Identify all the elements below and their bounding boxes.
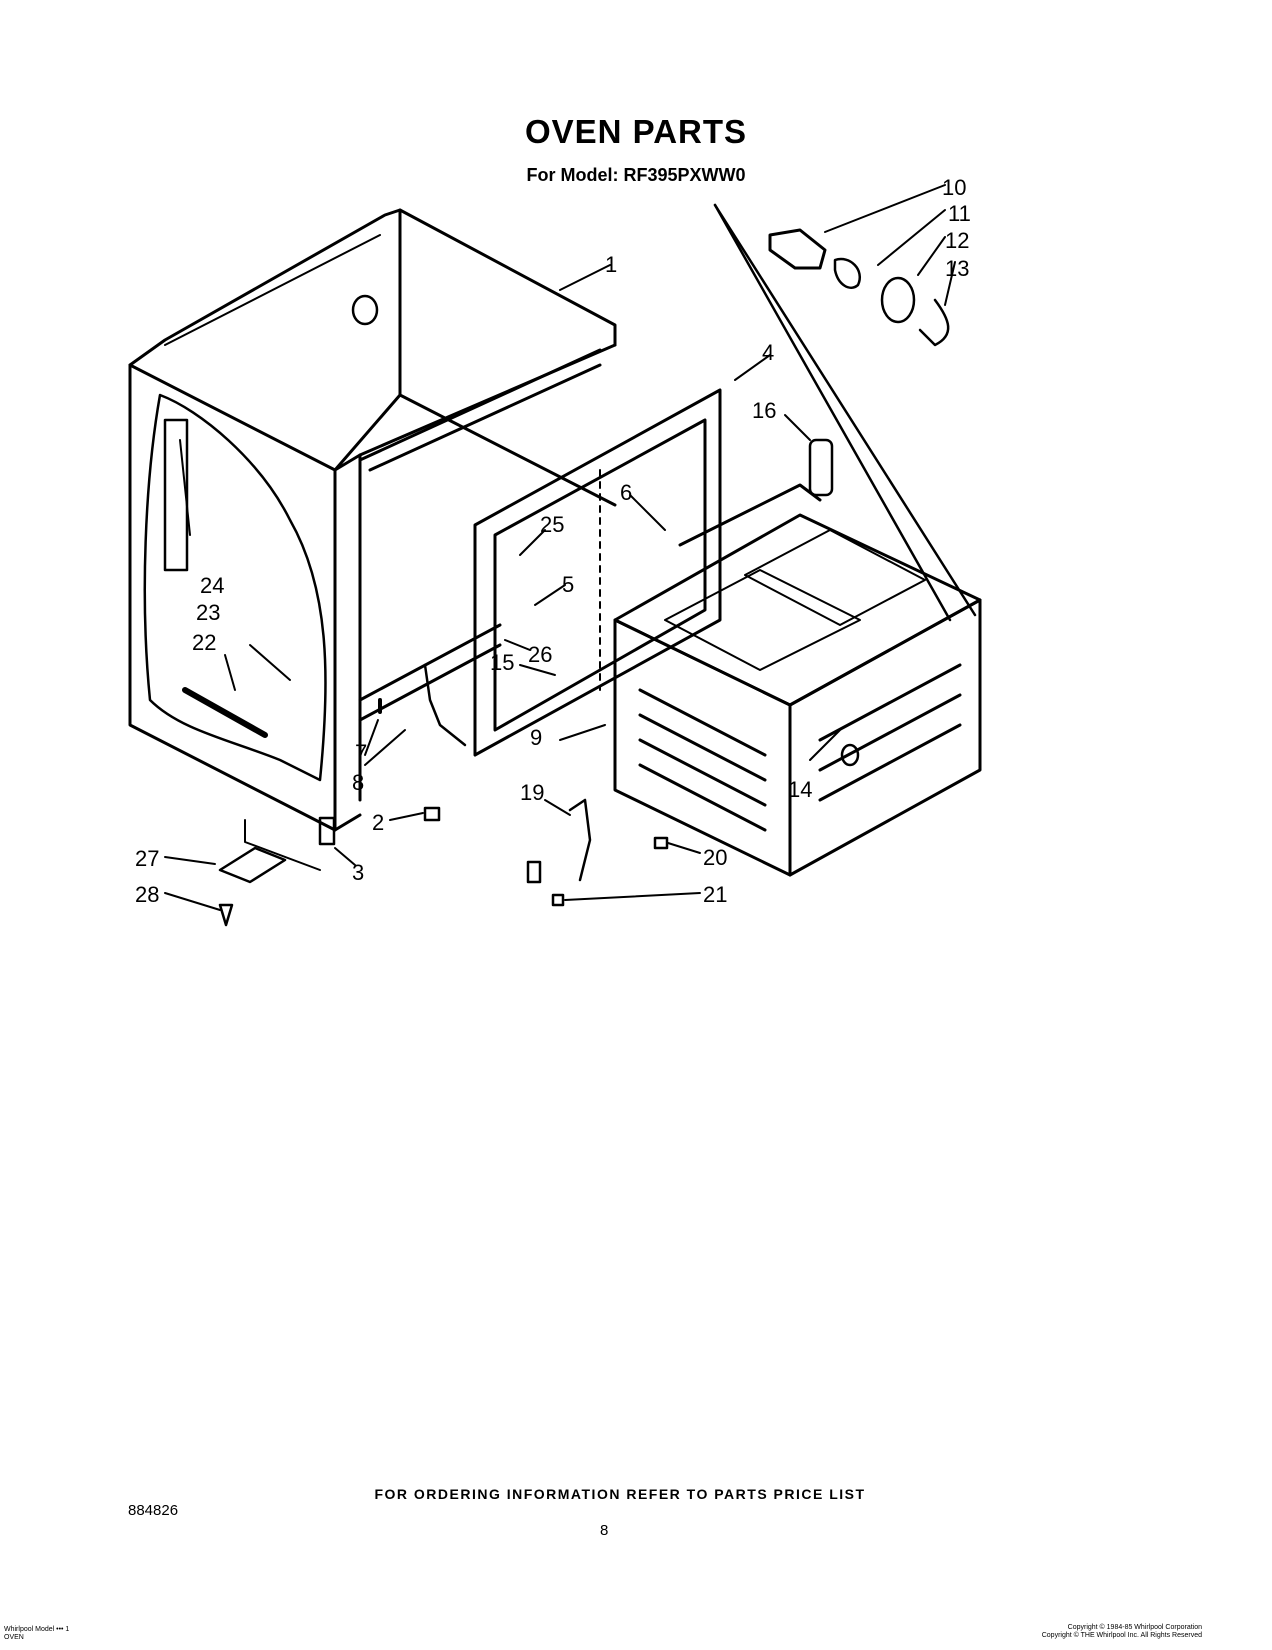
oven-liner-drawing [613, 438, 982, 877]
callout-2: 2 [372, 810, 384, 835]
callout-20: 20 [703, 845, 727, 870]
callout-3: 3 [352, 860, 364, 885]
callout-1: 1 [605, 252, 617, 277]
copyright-line-2: Copyright © THE Whirlpool Inc. All Right… [1041, 1632, 1202, 1639]
callout-28: 28 [135, 882, 159, 907]
callout-8: 8 [352, 770, 364, 795]
leader-lines [164, 184, 956, 911]
bottom-left-line-1: Whirlpool Model ••• 1 [4, 1626, 70, 1633]
callout-15: 15 [490, 650, 514, 675]
page-number: 8 [600, 1522, 609, 1539]
callout-14: 14 [788, 777, 812, 802]
copyright-line-1: Copyright © 1984-85 Whirlpool Corporatio… [1067, 1624, 1202, 1631]
page-title: OVEN PARTS [524, 113, 748, 150]
model-line: For Model: RF395PXWW0 [526, 165, 746, 185]
bottom-left-footnote: Whirlpool Model ••• 1 OVEN [4, 1626, 69, 1642]
callout-13: 13 [945, 256, 969, 281]
callout-19: 19 [520, 780, 544, 805]
callout-12: 12 [945, 228, 969, 253]
callout-16: 16 [752, 398, 776, 423]
callout-26: 26 [528, 642, 552, 667]
oven-light-assembly-drawing [713, 203, 977, 622]
callout-labels: 1 2 3 4 5 6 7 8 9 10 11 12 13 14 15 16 1… [135, 175, 971, 907]
callout-11: 11 [948, 201, 971, 226]
callout-23: 23 [196, 600, 220, 625]
ordering-note: FOR ORDERING INFORMATION REFER TO PARTS … [374, 1486, 866, 1502]
callout-4: 4 [762, 340, 774, 365]
bottom-left-line-2: OVEN [4, 1634, 24, 1641]
callout-27: 27 [135, 846, 159, 871]
lower-hardware-drawing [218, 663, 669, 927]
callout-24: 24 [200, 573, 224, 598]
callout-22: 22 [192, 630, 216, 655]
doc-number: 884826 [128, 1502, 179, 1519]
callout-21: 21 [703, 882, 727, 907]
copyright-footnote: Copyright © 1984-85 Whirlpool Corporatio… [1042, 1624, 1202, 1640]
callout-10: 10 [942, 175, 966, 200]
callout-6: 6 [620, 480, 632, 505]
callout-7: 7 [355, 740, 367, 765]
callout-5: 5 [562, 572, 574, 597]
front-frame-drawing [473, 388, 722, 757]
callout-9: 9 [530, 725, 542, 750]
callout-25: 25 [540, 512, 564, 537]
